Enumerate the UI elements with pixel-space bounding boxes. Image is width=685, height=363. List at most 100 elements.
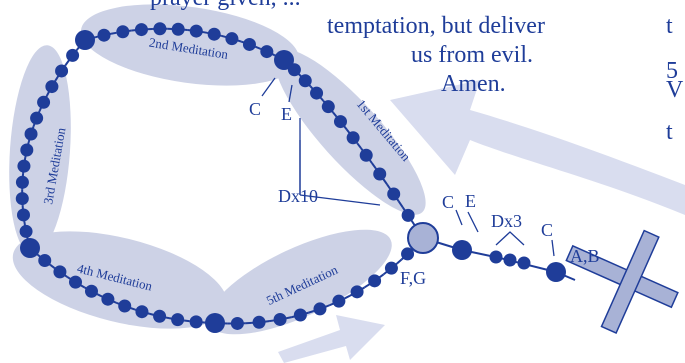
c-top-pointer: [261, 77, 276, 97]
upper-flow-arrow: [390, 80, 685, 215]
decade-3-bead: [55, 64, 69, 78]
pointer-lines: [261, 77, 555, 257]
chain-link: [286, 316, 293, 320]
decade-3-bead: [66, 48, 80, 62]
right-fragment-0: t: [666, 13, 673, 39]
rosary-beads: [15, 22, 566, 333]
hail-mary-bead: [503, 253, 517, 267]
chain-link: [255, 45, 261, 50]
pendant-our-father-bead: [452, 240, 472, 260]
crucifix: [565, 229, 679, 334]
decade-4-bead: [53, 265, 67, 279]
decade-1-bead: [321, 100, 335, 114]
flow-arrows: [278, 80, 685, 363]
label-ab: A,B: [570, 246, 600, 266]
decade-2-bead: [242, 37, 256, 51]
chain-link: [110, 31, 117, 35]
ellipse-4th-meditation: [12, 231, 228, 329]
decade-4-bead: [135, 305, 149, 319]
decade-1-bead: [359, 148, 373, 162]
chain-link: [64, 59, 70, 66]
chain-link: [364, 283, 370, 289]
chain-link: [396, 258, 403, 265]
decade-5-bead: [368, 274, 382, 288]
decade-5-bead: [230, 316, 244, 330]
crucifix-vertical: [565, 244, 679, 309]
decade-3-bead: [17, 159, 31, 173]
label-e-mid: E: [465, 191, 476, 211]
decade-2-bead: [189, 24, 203, 38]
decade-2-bead: [116, 25, 130, 39]
decade-5-bead: [293, 308, 307, 322]
chain-link: [129, 307, 136, 311]
decade-5-bead: [350, 285, 364, 299]
decade-2-bead: [97, 28, 111, 42]
prayer-line-0: prayer given, ...: [150, 0, 301, 12]
c-right-pointer: [551, 239, 555, 257]
decade-4-bead: [189, 315, 203, 329]
chain-link: [397, 200, 404, 208]
decade-5-bead: [384, 261, 398, 275]
our-father-bead: [205, 313, 225, 333]
label-dx3: Dx3: [491, 211, 522, 231]
decade-3-bead: [20, 143, 34, 157]
prayer-line-3: Amen.: [441, 71, 506, 97]
decade-2-bead: [207, 27, 221, 41]
decade-2-bead: [171, 22, 185, 36]
decade-5-bead: [401, 247, 415, 261]
label-c-right: C: [541, 220, 553, 240]
label-c-mid: C: [442, 192, 454, 212]
chain-link: [371, 162, 377, 169]
decade-4-bead: [118, 299, 132, 313]
decade-1-bead: [401, 208, 415, 222]
e-mid-pointer: [467, 211, 479, 233]
prayer-line-1: temptation, but deliver: [327, 13, 545, 39]
decade-5-bead: [313, 302, 327, 316]
decade-1-bead: [373, 167, 387, 181]
hail-mary-bead: [489, 250, 503, 264]
decade-1-bead: [333, 115, 347, 129]
decade-3-bead: [45, 80, 59, 94]
label-fg: F,G: [400, 268, 426, 288]
label-c-top: C: [249, 99, 261, 119]
decade-4-bead: [38, 254, 52, 268]
decade-4-bead: [153, 309, 167, 323]
chain-link: [183, 319, 190, 323]
our-father-bead: [20, 238, 40, 258]
decade-5-bead: [252, 315, 266, 329]
our-father-bead: [274, 50, 294, 70]
chain-link: [49, 264, 56, 269]
ellipse-5th-meditation: [208, 229, 392, 335]
decade-5-bead: [273, 312, 287, 326]
decade-1-bead: [346, 131, 360, 145]
right-fragment-1: 5: [666, 58, 678, 84]
decade-4-bead: [101, 292, 115, 306]
decade-1-bead: [387, 187, 401, 201]
decade-3-bead: [24, 127, 38, 141]
label-e-top: E: [281, 104, 292, 124]
lower-flow-arrow: [278, 315, 385, 363]
decade-1-bead: [310, 86, 324, 100]
label-dx10: Dx10: [278, 186, 318, 206]
crucifix-horizontal: [600, 229, 660, 334]
decade-3-bead: [30, 111, 44, 125]
decade-1-bead: [298, 74, 312, 88]
c-mid-pointer: [455, 209, 463, 226]
right-fragment-2: V: [666, 77, 684, 103]
prayer-line-2: us from evil.: [411, 42, 533, 68]
center-medal: [407, 222, 439, 254]
chain-link: [344, 294, 351, 300]
decade-3-bead: [16, 208, 30, 222]
chain-link: [382, 178, 388, 185]
hail-mary-bead: [517, 256, 531, 270]
decade-4-bead: [68, 275, 82, 289]
decade-4-bead: [171, 313, 185, 327]
chain-link: [97, 293, 103, 298]
decade-2-bead: [260, 45, 274, 59]
decade-2-bead: [134, 23, 148, 37]
chain-link: [356, 142, 362, 149]
decade-5-bead: [332, 294, 346, 308]
decade-3-bead: [15, 175, 29, 189]
